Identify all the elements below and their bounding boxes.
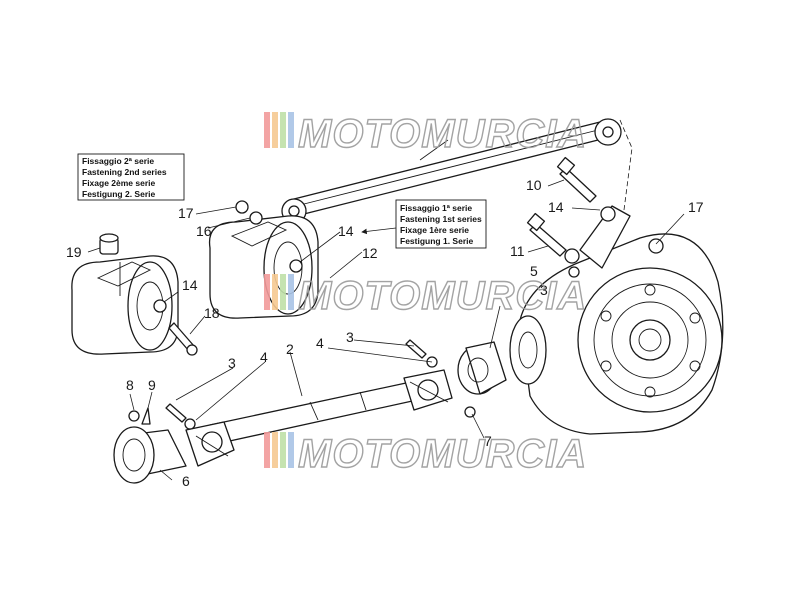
note-first-series-line-3: Fixage 1ère serie — [400, 225, 469, 235]
label-17-left: 17 — [178, 205, 194, 221]
watermark-text-top: MOTOMURCIA — [298, 112, 587, 156]
drive-shaft — [185, 369, 453, 467]
leader-lines — [87, 139, 685, 481]
label-14-right: 14 — [548, 199, 564, 215]
rear-dust-cover — [457, 341, 507, 418]
label-3-final-drive: 3 — [540, 282, 548, 298]
label-11: 11 — [510, 243, 525, 259]
watermark-text-middle: MOTOMURCIA — [298, 274, 587, 318]
watermark-text-bottom: MOTOMURCIA — [298, 432, 587, 476]
front-coupling-housing — [113, 407, 187, 484]
label-6: 6 — [182, 473, 190, 489]
note-first-series: Fissaggio 1ª serie Fastening 1st series … — [395, 199, 487, 249]
bracket-bolts — [526, 156, 597, 278]
label-4-front: 4 — [260, 349, 268, 365]
note-first-series-line-4: Festigung 1. Serie — [400, 236, 473, 246]
label-3-rear: 3 — [346, 329, 354, 345]
note-first-series-line-1: Fissaggio 1ª serie — [400, 203, 472, 213]
label-14-middle: 14 — [338, 223, 354, 239]
note-second-series-line-4: Festigung 2. Serie — [82, 189, 155, 199]
part-labels: 2 3 3 3 4 4 5 6 7 8 9 10 11 12 14 14 14 … — [66, 177, 704, 489]
note-second-series-line-3: Fixage 2ème serie — [82, 178, 156, 188]
label-12: 12 — [362, 245, 378, 261]
note-second-series: Fissaggio 2ª serie Fastening 2nd series … — [77, 153, 185, 201]
label-16: 16 — [196, 223, 212, 239]
label-14-left: 14 — [182, 277, 198, 293]
frame-clamp-second-series — [71, 233, 179, 355]
note-second-series-line-1: Fissaggio 2ª serie — [82, 156, 154, 166]
final-drive-housing — [509, 205, 724, 435]
label-7: 7 — [484, 433, 492, 449]
label-17-right: 17 — [688, 199, 704, 215]
watermark-middle: MOTOMURCIA — [264, 273, 587, 319]
label-4-rear: 4 — [316, 335, 324, 351]
watermark-bottom: MOTOMURCIA — [264, 431, 587, 477]
label-19: 19 — [66, 244, 82, 260]
label-3-front: 3 — [228, 355, 236, 371]
label-2: 2 — [286, 341, 294, 357]
label-18: 18 — [204, 305, 220, 321]
note-first-series-line-2: Fastening 1st series — [400, 214, 482, 224]
label-8: 8 — [126, 377, 134, 393]
note-second-series-line-2: Fastening 2nd series — [82, 167, 167, 177]
clamp-hardware — [153, 200, 303, 356]
label-9: 9 — [148, 377, 156, 393]
label-5: 5 — [530, 263, 538, 279]
watermark-top: MOTOMURCIA — [264, 111, 587, 157]
label-10: 10 — [526, 177, 542, 193]
joint-bolts — [165, 339, 438, 430]
